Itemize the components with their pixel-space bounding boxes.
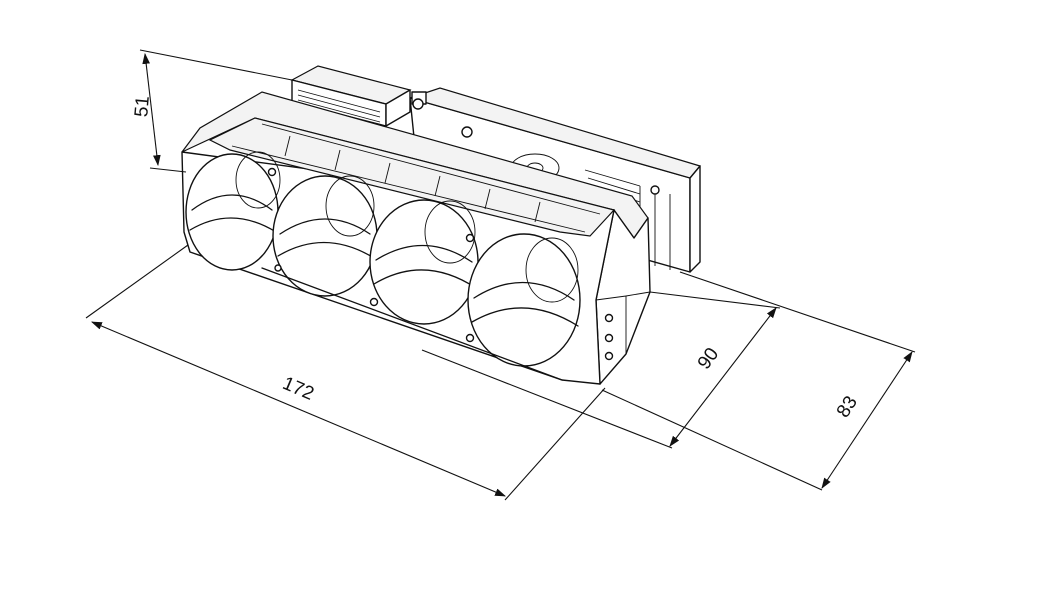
- screw-icon: [465, 333, 475, 343]
- fan-4: [467, 233, 581, 367]
- screw-icon: [274, 264, 282, 272]
- screw-icon: [604, 313, 614, 323]
- screw-icon: [465, 233, 475, 243]
- label-depth-inner: 90: [694, 344, 723, 373]
- screw-icon: [461, 126, 473, 138]
- dim-line-height: [142, 52, 161, 167]
- screw-icon: [650, 185, 660, 195]
- screw-icon: [369, 297, 379, 307]
- fan-2: [272, 175, 378, 297]
- label-depth-outer: 83: [833, 392, 862, 421]
- dimension-lines: [85, 49, 916, 501]
- screw-icon: [267, 167, 277, 177]
- dim-line-depth-inner: [669, 307, 777, 447]
- label-height: 51: [131, 95, 154, 118]
- radiator-assembly: [181, 65, 702, 385]
- fan-1: [185, 151, 281, 271]
- dim-line-length: [90, 321, 507, 497]
- screw-icon: [604, 333, 614, 343]
- label-length: 172: [279, 373, 316, 405]
- rail-ribs: [284, 135, 541, 223]
- dim-line-depth-outer: [821, 351, 913, 489]
- fan-3: [369, 199, 479, 325]
- screw-icon: [604, 351, 614, 361]
- top-rail: [208, 117, 616, 237]
- top-pump-block: [290, 65, 427, 127]
